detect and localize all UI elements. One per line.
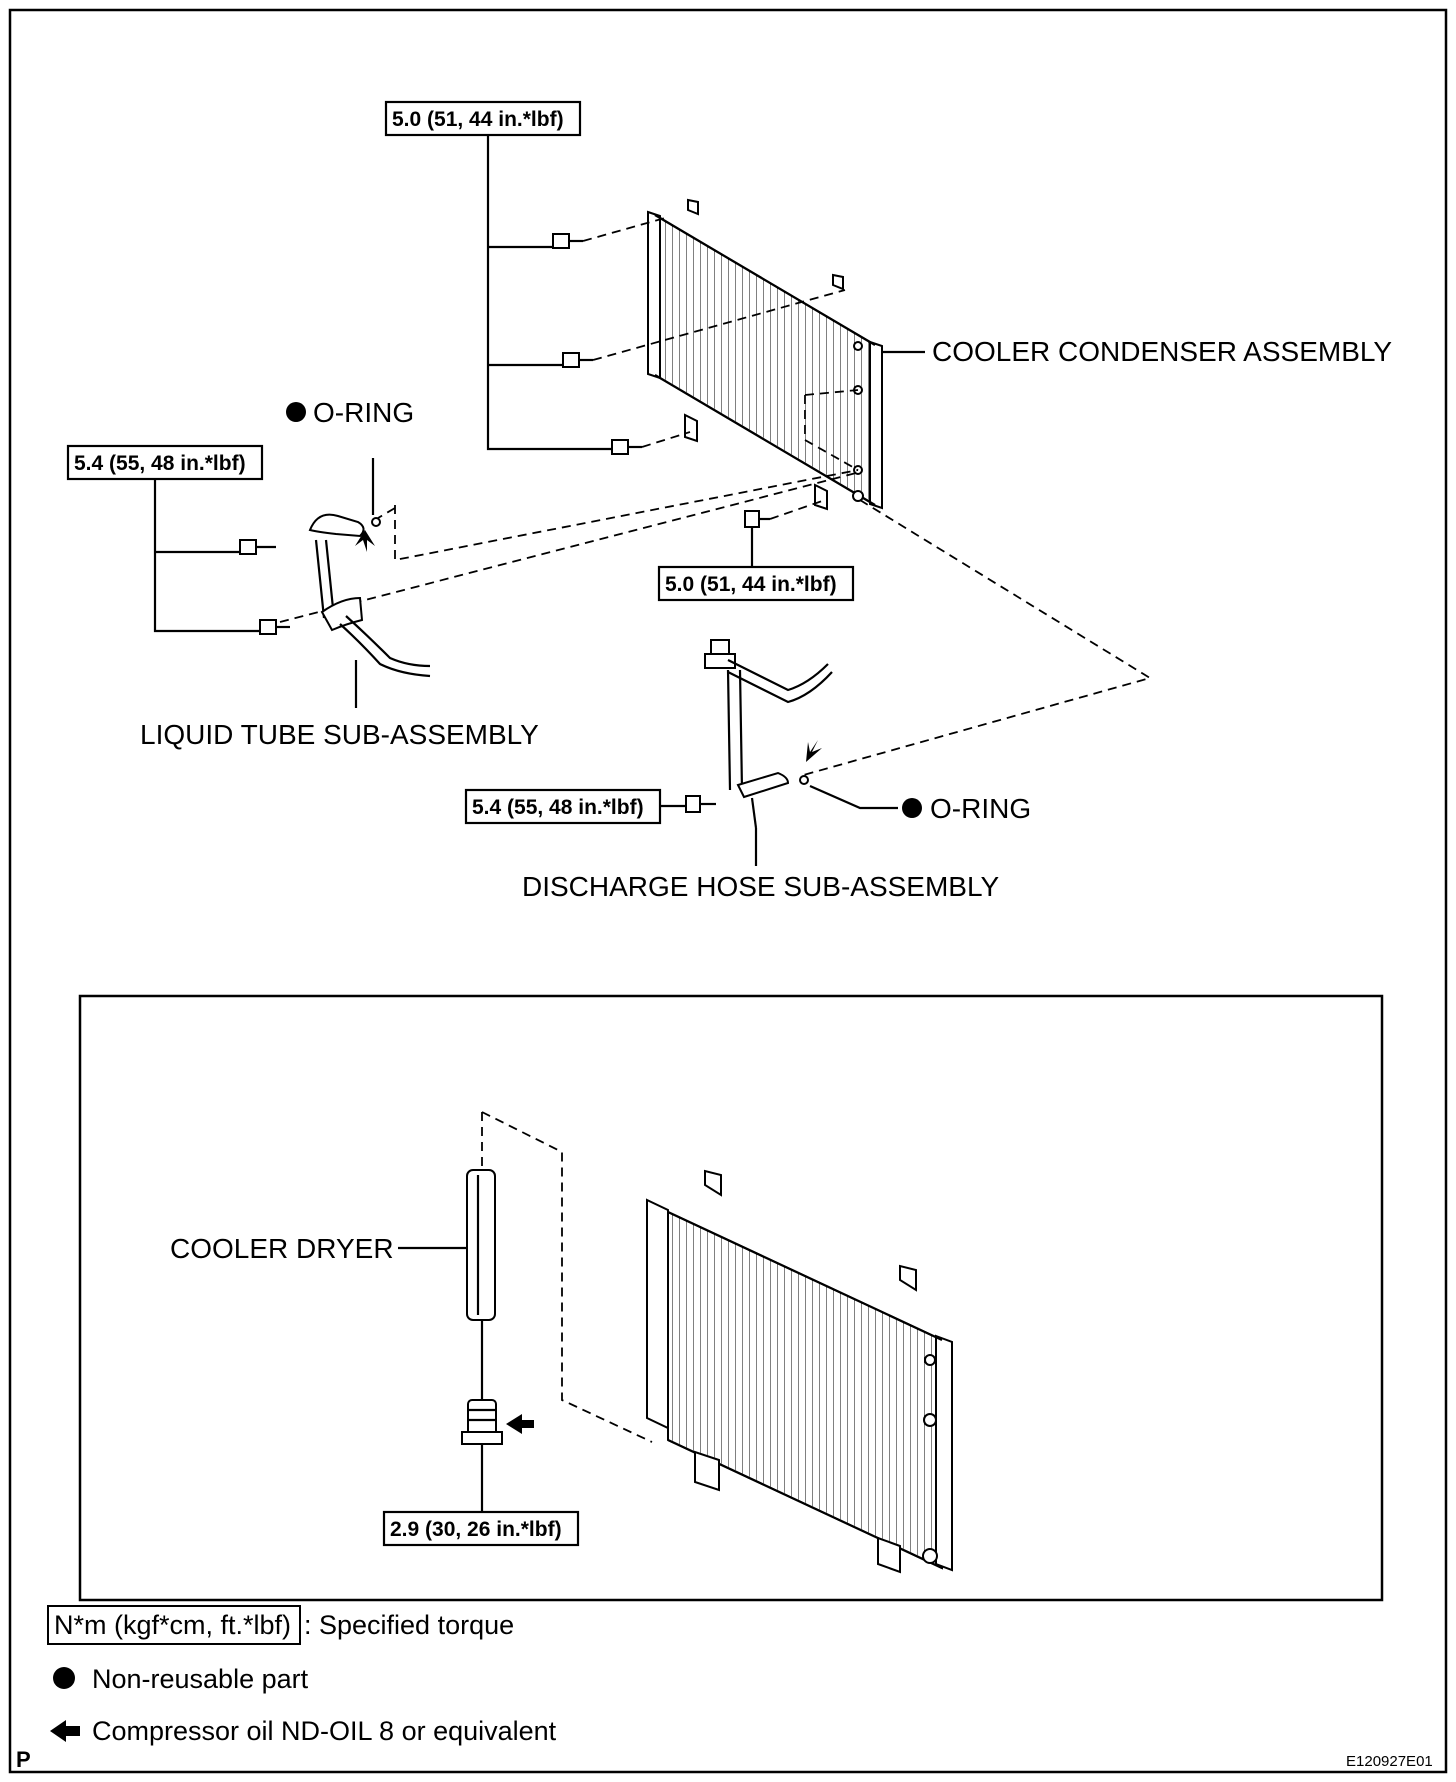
label-condenser: COOLER CONDENSER ASSEMBLY [932, 336, 1392, 367]
torque-box-liquid-tube [66, 444, 264, 481]
torque-liquid-tube: 5.4 (55, 48 in.*lbf) [74, 452, 246, 475]
label-cooler-dryer: COOLER DRYER [170, 1233, 394, 1264]
bolt-group-condenser [552, 233, 770, 528]
page-border [8, 8, 1448, 1774]
arrow-down-icon [806, 740, 822, 762]
legend-oil: Compressor oil ND-OIL 8 or equivalent [92, 1716, 557, 1746]
top-diagram: COOLER CONDENSER ASSEMBLY 5.0 (51, 44 in… [66, 100, 1392, 902]
discharge-hose-drawing [704, 639, 833, 829]
torque-box-dryer-plug [382, 1510, 580, 1547]
cooler-dryer-part [466, 1169, 496, 1321]
torque-condenser: 5.0 (51, 44 in.*lbf) [392, 108, 564, 131]
filled-circle-icon [53, 1667, 75, 1689]
condenser-top [647, 198, 883, 511]
label-o-ring-right: O-RING [930, 793, 1031, 824]
legend: N*m (kgf*cm, ft.*lbf) : Specified torque… [47, 1605, 557, 1746]
filled-circle-icon [286, 402, 306, 422]
footer-left-mark: P [16, 1747, 31, 1772]
torque-box-condenser [384, 100, 582, 137]
torque-dryer-plug: 2.9 (30, 26 in.*lbf) [390, 1518, 562, 1541]
arrow-left-icon [506, 1414, 534, 1434]
legend-torque-text: : Specified torque [304, 1610, 514, 1640]
filled-circle-icon [902, 798, 922, 818]
legend-torque-box-text: N*m (kgf*cm, ft.*lbf) [54, 1610, 291, 1640]
bottom-diagram: COOLER DRYER 2.9 (30, 26 in.*lbf) [170, 1111, 953, 1574]
liquid-tube-drawing [308, 513, 431, 678]
torque-box-condenser-lower [657, 565, 855, 602]
legend-nonreusable: Non-reusable part [92, 1664, 309, 1694]
label-o-ring-top: O-RING [313, 397, 414, 428]
label-liquid-tube: LIQUID TUBE SUB-ASSEMBLY [140, 719, 539, 750]
inset-frame [78, 994, 1384, 1602]
torque-condenser-lower: 5.0 (51, 44 in.*lbf) [665, 573, 837, 596]
figure-code: E120927E01 [1346, 1753, 1433, 1770]
label-discharge-hose: DISCHARGE HOSE SUB-ASSEMBLY [522, 871, 999, 902]
torque-discharge: 5.4 (55, 48 in.*lbf) [472, 796, 644, 819]
legend-torque-box [47, 1605, 301, 1645]
arrow-left-icon [50, 1720, 80, 1742]
arrow-up-icon [355, 530, 375, 552]
